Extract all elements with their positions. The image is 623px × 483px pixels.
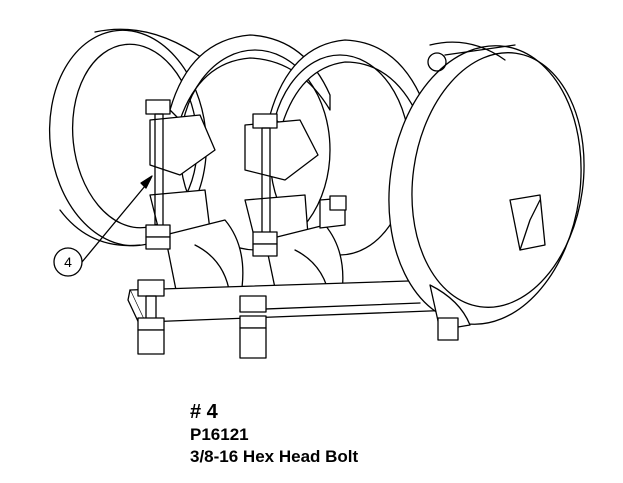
hex-bolt-lower-right <box>437 317 459 341</box>
hex-bolt-lower-center <box>239 295 267 359</box>
hex-bolt-left <box>145 99 171 250</box>
base-rail <box>127 279 456 333</box>
clamp-saddle-1 <box>149 34 331 311</box>
part-number: # 4 <box>190 401 218 423</box>
callout-4: 4 <box>53 175 153 277</box>
callout-label: 4 <box>64 254 72 270</box>
hex-bolt-center <box>252 113 278 257</box>
part-description: 3/8-16 Hex Head Bolt <box>190 447 359 466</box>
clamp-assembly-drawing: 4 <box>48 28 585 359</box>
part-info: # 4 P16121 3/8-16 Hex Head Bolt <box>190 400 358 468</box>
hex-bolt-lower-left <box>137 279 165 355</box>
end-cap <box>388 41 585 331</box>
hex-bolt-right <box>329 195 347 211</box>
part-code: P16121 <box>190 425 249 444</box>
